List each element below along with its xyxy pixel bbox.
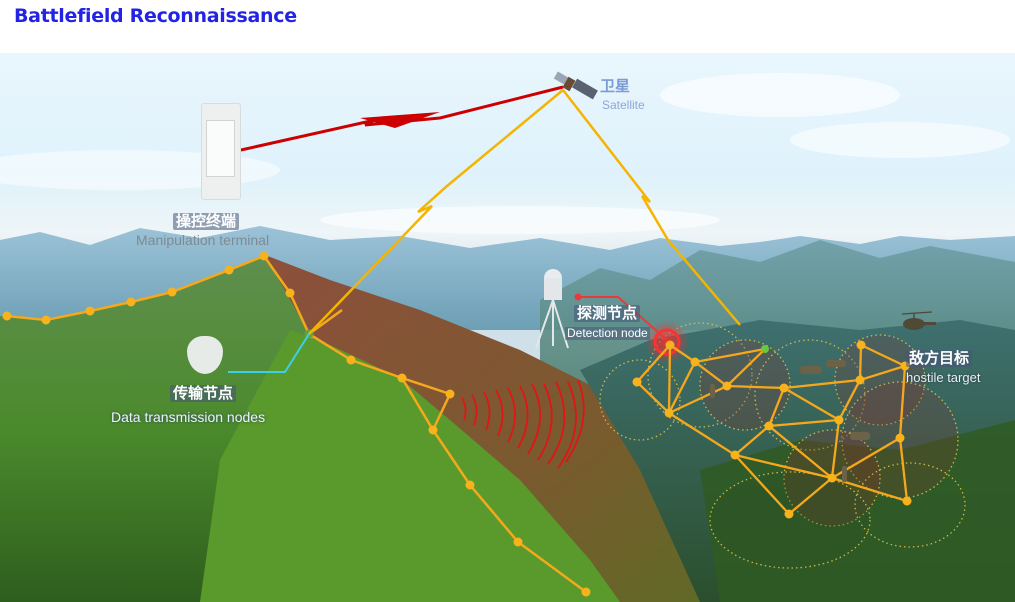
transmission-label-en: Data transmission nodes [111, 409, 266, 425]
terminal-label-cn: 操控终端 [173, 212, 240, 231]
handheld-terminal-icon [201, 103, 241, 200]
battlefield-diagram: 卫星 Satellite 操控终端 Manipulation terminal … [0, 53, 1015, 602]
satellite-icon [553, 70, 601, 111]
helicopter-icon [898, 310, 938, 341]
satellite-label-cn: 卫星 [600, 77, 631, 95]
hostile-label-cn: 敌方目标 [906, 349, 973, 368]
hostile-label-en: hostile target [906, 370, 981, 385]
page-title: Battlefield Reconnaissance [14, 5, 297, 27]
transmission-node-icon [187, 336, 223, 374]
detection-label-en: Detection node [565, 326, 650, 341]
detection-label-cn: 探测节点 [574, 304, 641, 323]
radar-tripod-icon [528, 268, 573, 358]
terrain-background [0, 73, 1015, 602]
transmission-label-cn: 传输节点 [170, 384, 237, 403]
terminal-label-en: Manipulation terminal [136, 232, 270, 248]
satellite-label-en: Satellite [602, 98, 645, 112]
